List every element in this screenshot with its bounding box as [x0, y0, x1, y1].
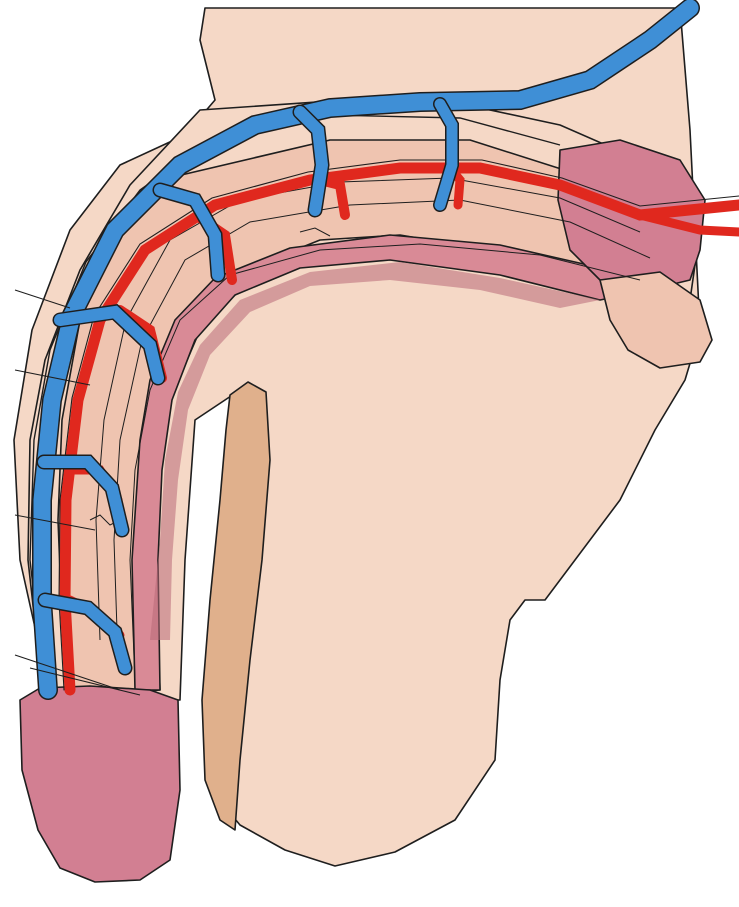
- glans-left: [20, 686, 180, 882]
